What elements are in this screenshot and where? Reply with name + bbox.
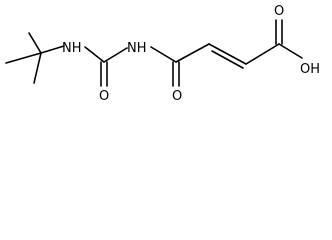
- atom-nh-right: NH: [127, 41, 147, 56]
- atom-oh-acid: OH: [300, 62, 320, 77]
- atom-nh-left: NH: [62, 41, 82, 56]
- bond-acid-to-oh: [278, 43, 303, 59]
- bond-alkene-to-acid: [245, 43, 280, 65]
- bond-nh-to-amide-carbon: [150, 46, 177, 63]
- atom-o-amide: O: [172, 89, 182, 104]
- bond-urea-carbon-to-nh: [103, 47, 128, 63]
- bond-nh-to-urea-carbon: [84, 46, 105, 63]
- bond-alkene-double-b: [211, 50, 244, 69]
- structure-canvas: NH O NH O O OH: [5, 4, 320, 104]
- bond-tbu-methyl-left: [5, 52, 42, 64]
- bond-tbu-methyl-top: [28, 32, 42, 54]
- bond-tbu-to-nh: [40, 45, 65, 54]
- bond-tbu-methyl-bottom: [33, 52, 42, 84]
- atom-o-acid: O: [274, 4, 284, 19]
- atom-o-urea: O: [99, 89, 109, 104]
- bond-amide-to-alkene: [175, 43, 210, 63]
- bond-alkene-double-a: [208, 43, 247, 65]
